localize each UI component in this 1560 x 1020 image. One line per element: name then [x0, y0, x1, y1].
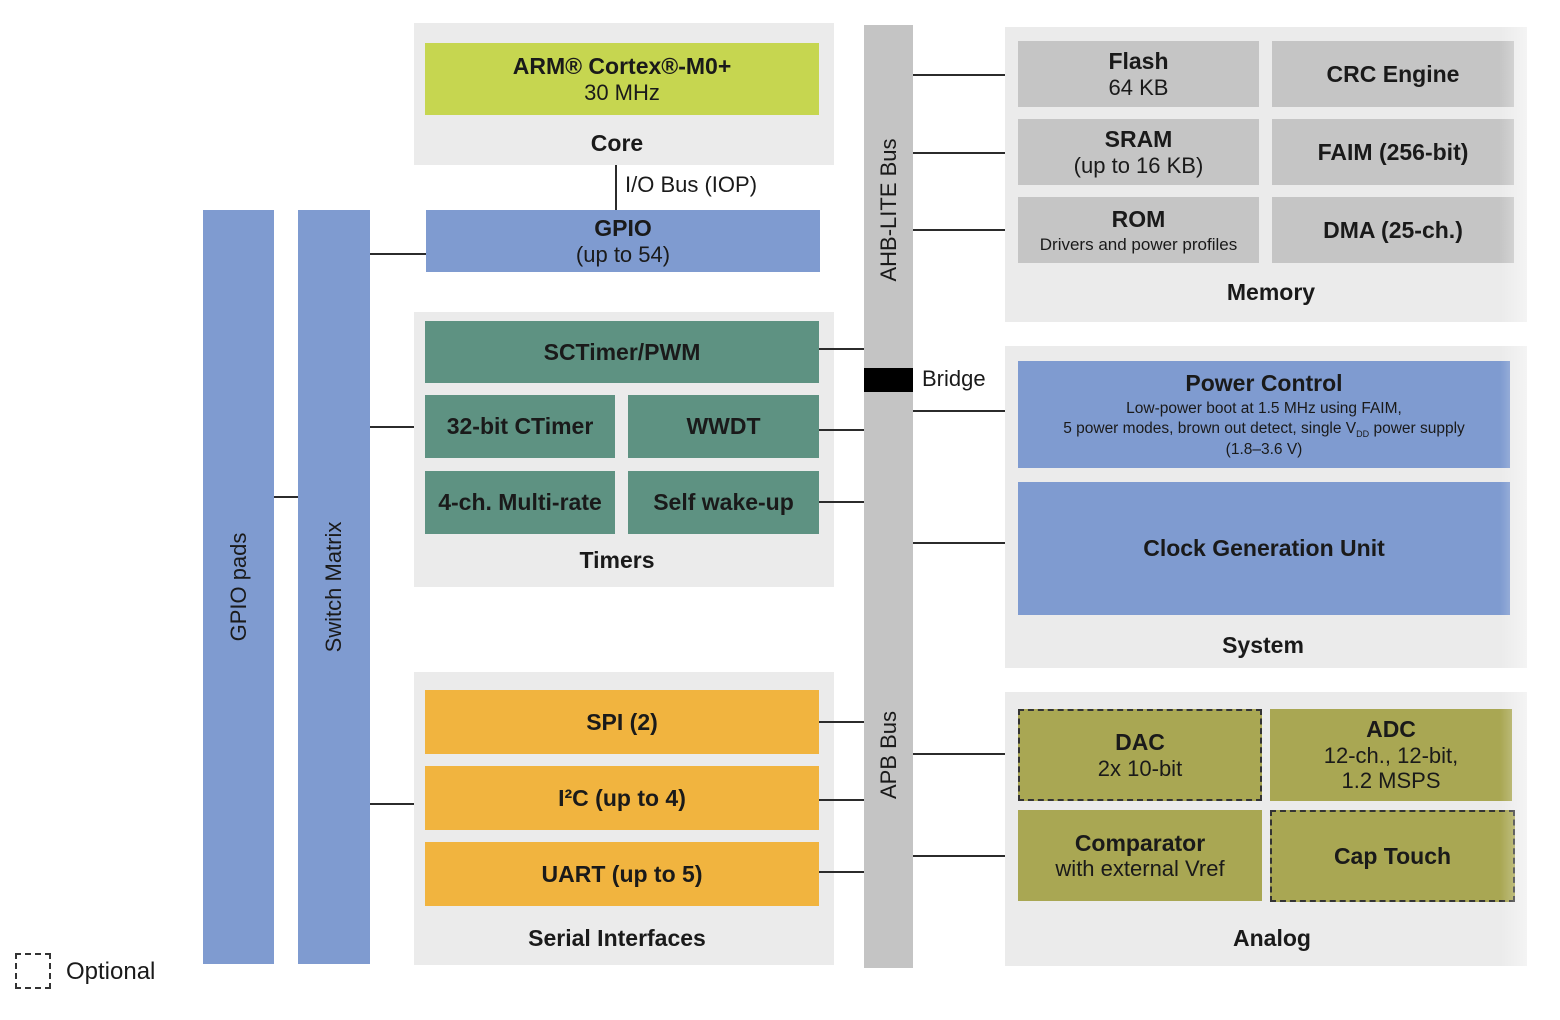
ahb-bus-label-area: AHB-LITE Bus — [864, 110, 913, 310]
cpu-speed: 30 MHz — [584, 79, 660, 105]
optional-legend-swatch — [15, 953, 51, 989]
power-line2: 5 power modes, brown out detect, single … — [1063, 419, 1465, 439]
cpu-block: ARM® Cortex®-M0+ 30 MHz — [425, 43, 819, 115]
sctimer-bus-connector — [819, 348, 864, 350]
sctimer-block: SCTimer/PWM — [425, 321, 819, 383]
sram-bus-connector — [913, 152, 1019, 154]
flash-bus-connector — [913, 74, 1019, 76]
uart-block: UART (up to 5) — [425, 842, 819, 906]
switch-matrix-column: Switch Matrix — [298, 210, 370, 964]
gpio-sub: (up to 54) — [575, 241, 671, 267]
i2c-block: I²C (up to 4) — [425, 766, 819, 830]
io-bus-line — [615, 165, 617, 211]
dac-title: DAC — [1115, 729, 1165, 756]
matrix-to-gpio-connector — [370, 253, 426, 255]
rom-bus-connector — [913, 229, 1019, 231]
gpio-pads-label: GPIO pads — [225, 532, 251, 642]
adc-block: ADC 12-ch., 12-bit, 1.2 MSPS — [1270, 709, 1512, 801]
dma-block: DMA (25-ch.) — [1272, 197, 1514, 263]
bridge-marker — [864, 368, 913, 392]
uart-bus-connector — [819, 871, 864, 873]
switch-matrix-label: Switch Matrix — [321, 521, 346, 653]
right-edge-fade — [1500, 0, 1560, 1020]
spi-block: SPI (2) — [425, 690, 819, 754]
power-line1: Low-power boot at 1.5 MHz using FAIM, — [1126, 399, 1402, 417]
flash-block: Flash 64 KB — [1018, 41, 1259, 107]
gpio-title: GPIO — [594, 215, 652, 242]
sram-block: SRAM (up to 16 KB) — [1018, 119, 1259, 185]
cpu-name: ARM® Cortex®-M0+ — [512, 53, 732, 80]
matrix-to-timers-connector — [370, 426, 414, 428]
matrix-to-serial-connector — [370, 803, 414, 805]
timers-label: Timers — [579, 547, 655, 573]
gpio-block: GPIO (up to 54) — [426, 210, 820, 272]
pads-to-matrix-connector — [274, 496, 298, 498]
dac-block: DAC 2x 10-bit — [1018, 709, 1262, 801]
power-control-block: Power Control Low-power boot at 1.5 MHz … — [1018, 361, 1510, 468]
serial-label: Serial Interfaces — [528, 925, 706, 951]
memory-label: Memory — [1226, 279, 1316, 305]
sram-title: SRAM — [1104, 126, 1173, 153]
i2c-bus-connector — [819, 799, 864, 801]
analog-label: Analog — [1233, 925, 1311, 951]
comparator-block: Comparator with external Vref — [1018, 810, 1262, 901]
bridge-label: Bridge — [922, 366, 986, 391]
sram-size: (up to 16 KB) — [1073, 152, 1204, 178]
crc-block: CRC Engine — [1272, 41, 1514, 107]
io-bus-label: I/O Bus (IOP) — [625, 172, 758, 197]
clock-bus-connector — [913, 542, 1019, 544]
optional-legend-label: Optional — [66, 958, 156, 985]
wwdt-bus-connector — [819, 429, 864, 431]
clock-generation-block: Clock Generation Unit — [1018, 482, 1510, 615]
rom-block: ROM Drivers and power profiles — [1018, 197, 1259, 263]
dac-bus-connector — [913, 753, 1019, 755]
comparator-title: Comparator — [1074, 829, 1206, 856]
power-bus-connector — [913, 410, 1019, 412]
comparator-sub: with external Vref — [1055, 856, 1225, 882]
adc-title: ADC — [1366, 716, 1416, 743]
multirate-block: 4-ch. Multi-rate — [425, 471, 615, 534]
power-title: Power Control — [1185, 370, 1343, 397]
rom-title: ROM — [1111, 205, 1166, 232]
system-label: System — [1222, 632, 1304, 658]
faim-block: FAIM (256-bit) — [1272, 119, 1514, 185]
core-label: Core — [590, 130, 644, 156]
apb-bus-label-area: APB Bus — [864, 660, 913, 850]
comparator-bus-connector — [913, 855, 1019, 857]
cap-touch-block: Cap Touch — [1270, 810, 1515, 902]
apb-bus-label: APB Bus — [875, 710, 901, 800]
spi-bus-connector — [819, 721, 864, 723]
ctimer-block: 32-bit CTimer — [425, 395, 615, 458]
wakeup-block: Self wake-up — [628, 471, 819, 534]
gpio-pads-column: GPIO pads — [203, 210, 274, 964]
wwdt-block: WWDT — [628, 395, 819, 458]
rom-sub: Drivers and power profiles — [1039, 234, 1238, 254]
bus-column — [864, 25, 913, 968]
adc-line2: 1.2 MSPS — [1341, 768, 1441, 794]
dac-sub: 2x 10-bit — [1097, 755, 1183, 781]
adc-line1: 12-ch., 12-bit, — [1323, 742, 1459, 768]
wakeup-bus-connector — [819, 501, 864, 503]
flash-title: Flash — [1108, 48, 1169, 75]
ahb-bus-label: AHB-LITE Bus — [875, 138, 901, 282]
power-line3: (1.8–3.6 V) — [1225, 440, 1303, 458]
flash-size: 64 KB — [1108, 74, 1169, 100]
